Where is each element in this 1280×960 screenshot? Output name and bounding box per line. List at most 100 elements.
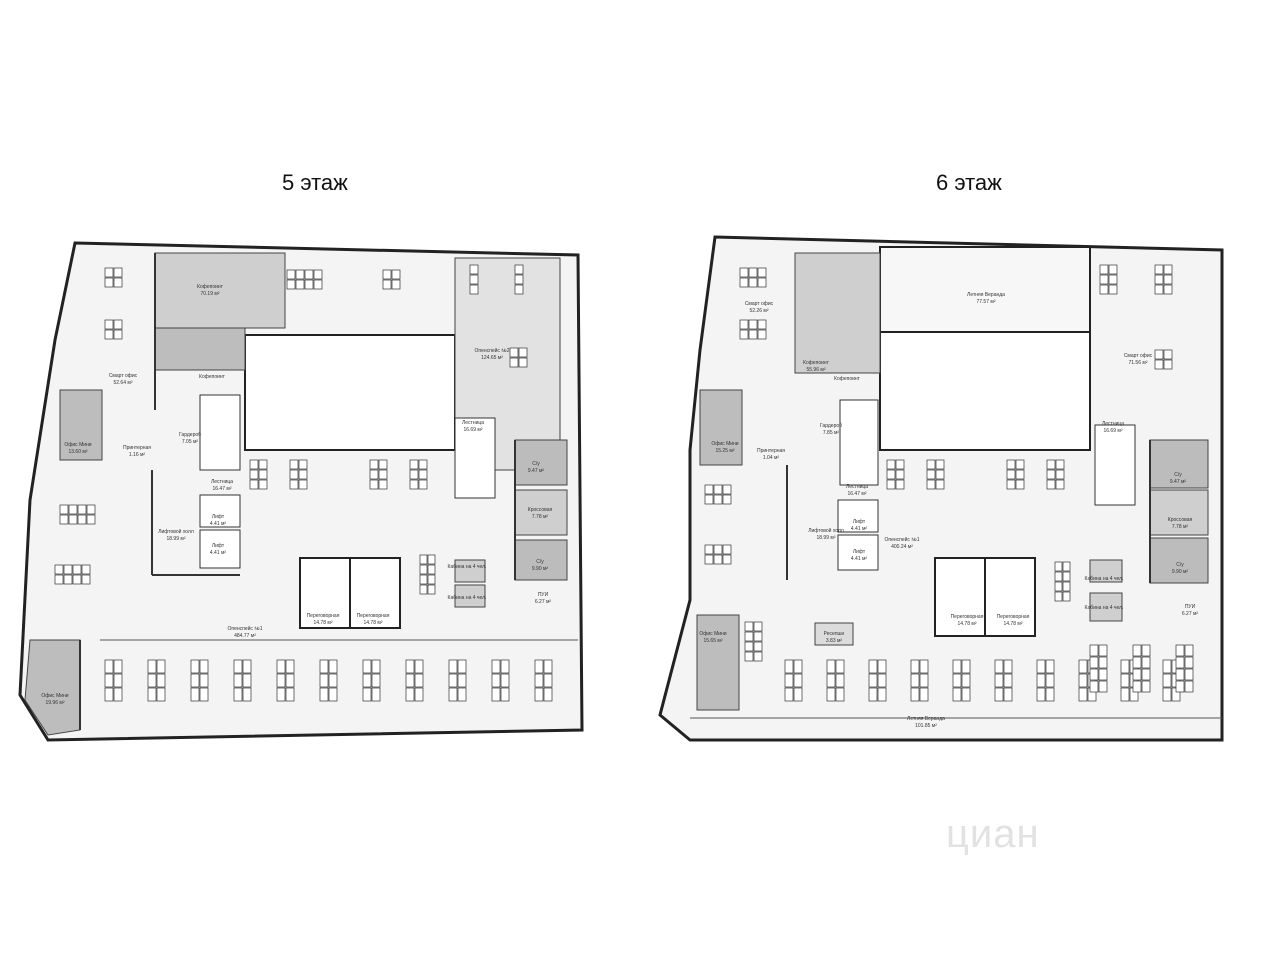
desk <box>147 673 157 688</box>
room-area-label: 7.85 м² <box>823 430 840 436</box>
desk <box>371 673 381 688</box>
desk <box>369 459 379 470</box>
desk <box>1015 459 1025 470</box>
desk <box>378 479 388 490</box>
desk <box>190 687 200 702</box>
desk <box>199 687 209 702</box>
desk <box>748 319 758 330</box>
room-name-label: Лифт <box>212 543 225 549</box>
desk <box>1055 469 1065 480</box>
desk <box>1132 668 1142 681</box>
room-name-label: Лестница <box>211 479 233 485</box>
desk <box>86 514 96 525</box>
room-area-label: 16.47 м² <box>847 491 866 497</box>
desk <box>304 279 314 290</box>
desk <box>1108 274 1118 285</box>
desk <box>952 659 962 674</box>
desk <box>704 544 714 555</box>
desk <box>1120 687 1130 702</box>
floor-5-mini-office-top <box>59 389 103 461</box>
room-name-label: С/у <box>536 559 544 565</box>
desk <box>722 484 732 495</box>
desk <box>1036 673 1046 688</box>
desk <box>63 574 73 585</box>
desk <box>1141 668 1151 681</box>
room-name-label: Принтерная <box>757 448 785 454</box>
desk <box>469 264 479 275</box>
desk <box>298 469 308 480</box>
desk <box>1163 274 1173 285</box>
desk <box>500 673 510 688</box>
room-area-label: 7.78 м² <box>532 514 549 520</box>
floor-6-title: 6 этаж <box>936 170 1002 195</box>
desk <box>414 673 424 688</box>
desk <box>877 687 887 702</box>
desk <box>199 659 209 674</box>
room-name-label: С/у <box>532 461 540 467</box>
desk <box>919 659 929 674</box>
desk <box>113 329 123 340</box>
desk <box>1099 274 1109 285</box>
desk <box>1045 659 1055 674</box>
desk <box>1163 264 1173 275</box>
room-name-label: Кофепоинт <box>834 376 861 382</box>
room-area-label: 6.27 м² <box>535 599 552 605</box>
desk <box>1045 673 1055 688</box>
desk <box>994 673 1004 688</box>
room-name-label: Кроссовая <box>528 507 553 513</box>
desk <box>190 673 200 688</box>
desk <box>77 514 87 525</box>
desk <box>1120 673 1130 688</box>
desk <box>886 479 896 490</box>
desk <box>77 504 87 515</box>
room-area-label: 3.83 м² <box>826 638 843 644</box>
desk <box>378 469 388 480</box>
desk <box>1006 479 1016 490</box>
room-area-label: 1.04 м² <box>763 455 780 461</box>
room-name-label: Гардероб <box>820 423 842 429</box>
room-name-label: Смарт офис <box>1124 353 1153 359</box>
desk <box>409 459 419 470</box>
desk <box>1054 581 1063 592</box>
room-name-label: Кофепоинт <box>199 374 226 380</box>
room-name-label: Опенспейс №1 <box>885 536 920 543</box>
desk <box>704 484 714 495</box>
floor-6-mini-office-top <box>699 389 743 466</box>
room-area-label: 4.41 м² <box>851 556 868 562</box>
desk <box>285 673 295 688</box>
desk <box>427 574 436 585</box>
room-name-label: Принтерная <box>123 445 151 451</box>
desk <box>414 687 424 702</box>
desk <box>518 357 528 368</box>
desk <box>713 484 723 495</box>
desk <box>753 621 763 632</box>
desk <box>328 687 338 702</box>
room-area-label: 9.47 м² <box>1170 479 1187 485</box>
desk <box>319 673 329 688</box>
desk <box>935 479 945 490</box>
desk <box>1055 479 1065 490</box>
room-name-label: С/у <box>1174 472 1182 478</box>
floor-6-summer-veranda <box>879 246 1091 333</box>
desk <box>286 269 296 280</box>
desk <box>448 687 458 702</box>
desk <box>1062 561 1071 572</box>
desk <box>419 554 428 565</box>
desk <box>1054 561 1063 572</box>
room-area-label: 101.85 м² <box>915 723 937 729</box>
desk <box>1163 284 1173 295</box>
desk <box>190 659 200 674</box>
room-area-label: 71.56 м² <box>1128 360 1147 366</box>
desk <box>877 673 887 688</box>
room-area-label: 55.96 м² <box>806 367 825 373</box>
floor-6-reception <box>814 622 854 646</box>
desk <box>1062 591 1071 602</box>
desk <box>286 279 296 290</box>
desk <box>81 564 91 575</box>
desk <box>72 574 82 585</box>
desk <box>1078 673 1088 688</box>
room-name-label: Кабина на 4 чел. <box>448 564 487 570</box>
desk <box>104 687 114 702</box>
desk <box>784 659 794 674</box>
